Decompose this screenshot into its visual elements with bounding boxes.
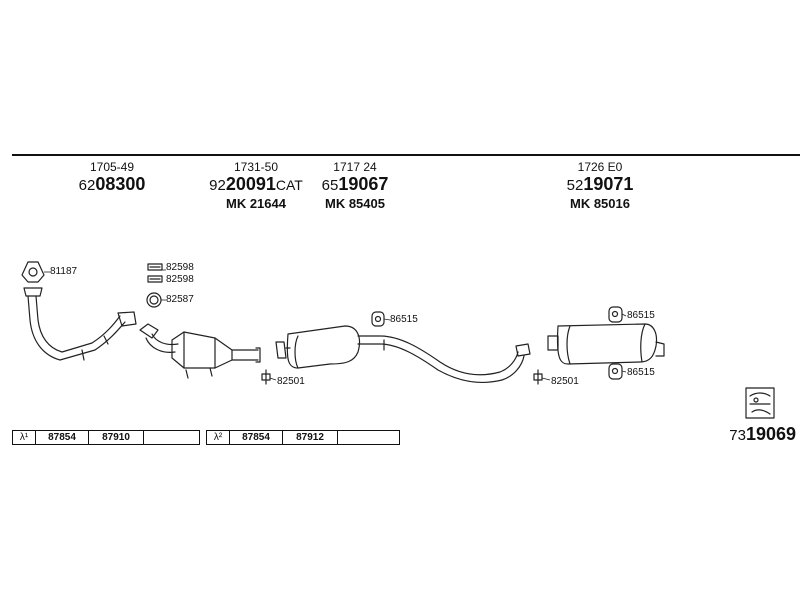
clamp-82501-icon <box>261 369 271 385</box>
part-number: 6519067 <box>321 174 389 194</box>
part-ref: 1726 E0 <box>577 160 623 174</box>
rear-silencer-icon <box>547 323 665 365</box>
lambda-symbol: λ¹ <box>13 431 36 444</box>
lambda-part[interactable]: 87854 <box>230 431 283 444</box>
catalyst-icon <box>139 323 261 379</box>
callout-82598[interactable]: 82598 <box>166 262 194 273</box>
part-number: 6208300 <box>78 174 146 194</box>
callout-82587[interactable]: 82587 <box>166 294 194 305</box>
part-catalyst[interactable]: 1731-50 9220091CAT MK 21644 <box>200 160 312 211</box>
lambda-sensor-table-2: λ² 87854 87912 <box>206 430 400 445</box>
lambda-part[interactable]: 87912 <box>283 431 338 444</box>
clamp-82501-icon <box>533 369 543 385</box>
callout-82501[interactable]: 82501 <box>551 376 579 387</box>
callout-86515[interactable]: 86515 <box>390 314 418 325</box>
part-ref: 1731-50 <box>233 160 279 174</box>
callout-86515[interactable]: 86515 <box>627 310 655 321</box>
hanger-86515-icon <box>371 311 385 327</box>
lambda-part[interactable]: 87854 <box>36 431 89 444</box>
part-middle-silencer[interactable]: 1717 24 6519067 MK 85405 <box>310 160 400 211</box>
lambda-part-empty <box>144 431 199 444</box>
front-pipe-icon <box>23 287 137 361</box>
part-ref: 1717 24 <box>333 160 377 174</box>
gasket-81187-icon <box>21 261 45 283</box>
part-rear-silencer[interactable]: 1726 E0 5219071 MK 85016 <box>554 160 646 211</box>
lambda-part[interactable]: 87910 <box>89 431 144 444</box>
callout-86515[interactable]: 86515 <box>627 367 655 378</box>
hanger-86515-icon <box>608 363 623 380</box>
part-number: 5219071 <box>566 174 634 194</box>
callout-82501[interactable]: 82501 <box>277 376 305 387</box>
hanger-86515-icon <box>608 306 623 323</box>
part-front-pipe[interactable]: 1705-49 6208300 <box>62 160 162 196</box>
middle-silencer-icon <box>275 325 531 383</box>
lambda-sensor-table-1: λ¹ 87854 87910 <box>12 430 200 445</box>
clamp-82598-icon <box>147 263 163 283</box>
part-mk: MK 85016 <box>570 196 630 211</box>
part-mk: MK 21644 <box>226 196 286 211</box>
top-rule <box>12 154 800 156</box>
lambda-symbol: λ² <box>207 431 230 444</box>
part-ref: 1705-49 <box>89 160 135 174</box>
kit-number[interactable]: 7319069 <box>729 424 796 444</box>
callout-82598[interactable]: 82598 <box>166 274 194 285</box>
exhaust-kit-icon <box>745 387 775 419</box>
callout-81187[interactable]: 81187 <box>50 266 78 277</box>
ring-82587-icon <box>146 292 162 308</box>
lambda-part-empty <box>338 431 399 444</box>
part-number: 9220091CAT <box>209 174 303 194</box>
part-mk: MK 85405 <box>325 196 385 211</box>
